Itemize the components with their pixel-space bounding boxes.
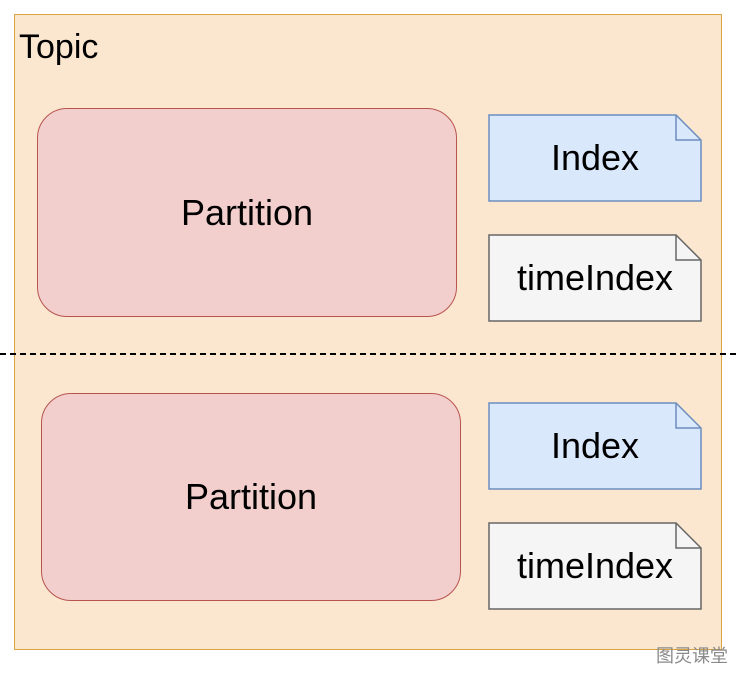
partition-1[interactable]: Partition: [37, 108, 457, 317]
watermark: 图灵课堂: [656, 646, 728, 667]
index-doc-2[interactable]: Index: [488, 402, 702, 490]
time-index-doc-1-shape: [488, 234, 702, 322]
partition-2-label: Partition: [184, 476, 318, 517]
dashed-divider: [0, 353, 736, 355]
topic-label: Topic: [19, 28, 99, 66]
index-doc-2-label: Index: [550, 425, 640, 466]
time-index-doc-2-shape: [488, 522, 702, 610]
partition-2[interactable]: Partition: [41, 393, 461, 601]
index-doc-1-shape: [488, 114, 702, 202]
time-index-doc-1-label: timeIndex: [516, 257, 674, 298]
time-index-doc-2-label: timeIndex: [516, 545, 674, 586]
index-doc-1[interactable]: Index: [488, 114, 702, 202]
index-doc-2-shape: [488, 402, 702, 490]
partition-1-label: Partition: [180, 191, 314, 233]
index-doc-1-label: Index: [550, 137, 640, 178]
time-index-doc-2[interactable]: timeIndex: [488, 522, 702, 610]
time-index-doc-1[interactable]: timeIndex: [488, 234, 702, 322]
